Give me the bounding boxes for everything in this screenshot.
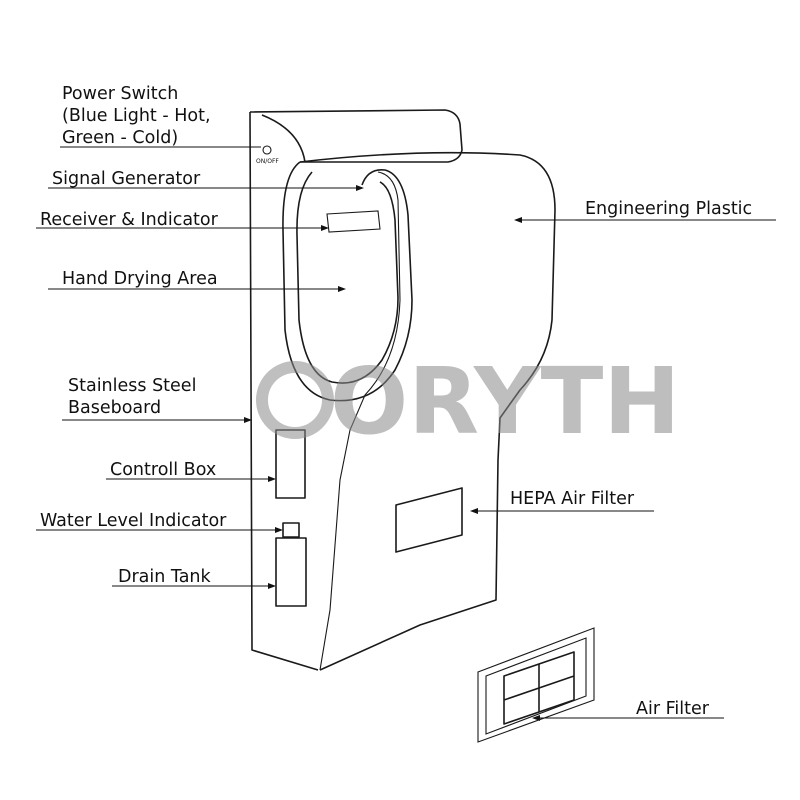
label-stainless-line1: Stainless Steel [68,376,196,396]
watermark-logo-ring [256,361,334,439]
arrow-hand-drying [338,286,346,292]
control-box-window [275,429,306,499]
arrow-air-filter [532,715,540,721]
label-water-level-indicator: Water Level Indicator [40,511,227,531]
arrow-signal-generator [356,185,364,191]
arrow-stainless [244,417,252,423]
callout-labels: Power Switch (Blue Light - Hot, Green - … [40,84,752,719]
shell-seam-line [319,171,401,671]
arrow-hepa [470,508,478,514]
label-power-switch-line2: (Blue Light - Hot, [62,106,211,126]
on-off-mark: ON/OFF [256,158,279,165]
watermark: ORYTH [256,348,680,455]
hepa-filter-panel [395,487,463,553]
side-panel-outline [249,111,319,671]
arrow-controll-box [268,476,276,482]
label-air-filter: Air Filter [636,699,710,719]
top-cap-outline [249,109,463,163]
label-power-switch-line1: Power Switch [62,84,178,104]
label-power-switch-line3: Green - Cold) [62,128,178,148]
top-cap-inner-line [261,114,306,163]
air-filter-grid [503,651,575,725]
air-filter-drawing [477,627,595,743]
label-signal-generator: Signal Generator [52,169,201,189]
label-receiver-indicator: Receiver & Indicator [40,210,219,230]
air-filter-frame [477,627,595,743]
arrow-receiver [321,225,329,231]
watermark-text: ORYTH [330,348,680,455]
arrow-engineering-plastic [514,217,522,223]
label-drain-tank: Drain Tank [118,567,212,587]
label-controll-box: Controll Box [110,460,216,480]
label-hepa-air-filter: HEPA Air Filter [510,489,635,509]
hand-drying-cavity-inner [296,171,399,384]
hand-drying-cavity-outer [282,161,413,402]
receiver-window [326,210,381,233]
power-switch-dot [262,145,272,155]
label-engineering-plastic: Engineering Plastic [585,199,752,219]
leader-lines [36,146,776,721]
arrow-drain-tank [268,583,276,589]
air-filter-inner-frame [485,637,587,735]
label-hand-drying-area: Hand Drying Area [62,269,218,289]
drain-tank-window [275,537,307,607]
arrow-water-level [275,527,283,533]
water-level-window [282,522,300,538]
front-shell-outline [299,151,556,671]
label-stainless-line2: Baseboard [68,398,161,418]
